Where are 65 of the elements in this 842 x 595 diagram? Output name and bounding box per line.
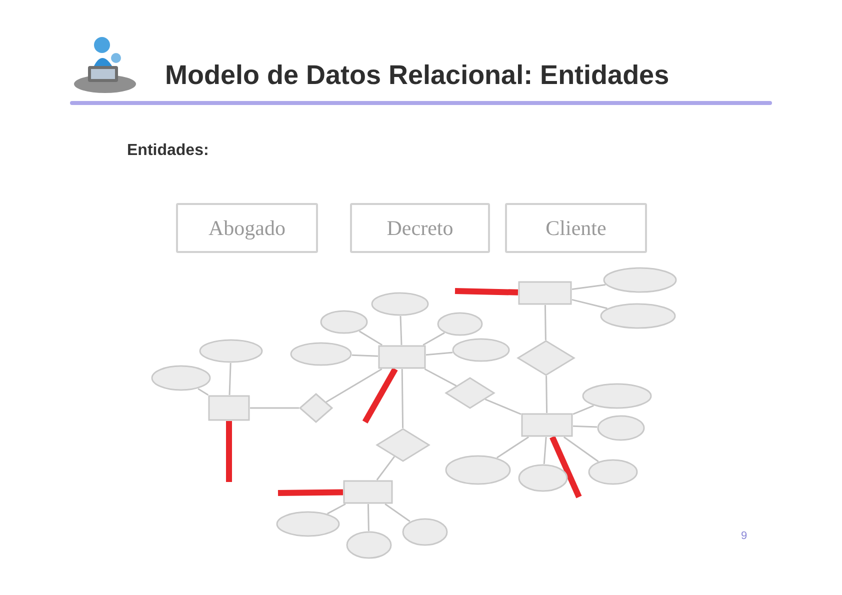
highlight-line xyxy=(362,368,398,424)
connector-line xyxy=(572,284,606,290)
entity-box xyxy=(350,203,490,253)
highlight-line xyxy=(226,421,232,482)
attribute-ellipse xyxy=(320,310,368,334)
attribute-ellipse xyxy=(290,342,352,366)
attribute-ellipse xyxy=(588,459,638,485)
entity-rectangle xyxy=(518,281,572,305)
attribute-ellipse xyxy=(597,415,645,441)
attribute-ellipse xyxy=(402,518,448,546)
relationship-diamond xyxy=(376,428,430,462)
attribute-ellipse xyxy=(518,464,568,492)
entity-rectangle xyxy=(521,413,573,437)
attribute-ellipse xyxy=(276,511,340,537)
connector-line xyxy=(572,298,608,310)
entity-rectangle xyxy=(343,480,393,504)
connector-line xyxy=(496,436,529,458)
connector-line xyxy=(352,354,378,357)
connector-line xyxy=(400,316,402,346)
connector-line xyxy=(376,456,395,480)
slide-title: Modelo de Datos Relacional: Entidades xyxy=(165,59,670,91)
connector-line xyxy=(422,332,445,346)
entity-name: Decreto xyxy=(386,216,454,240)
page-number: 9 xyxy=(741,530,748,542)
connector-line xyxy=(572,405,594,415)
connector-line xyxy=(327,503,346,514)
connector-line xyxy=(198,388,209,396)
connector-line xyxy=(326,368,382,403)
relationship-diamond xyxy=(445,377,495,409)
connector-line xyxy=(572,425,598,428)
connector-line xyxy=(384,503,410,522)
connector-line xyxy=(543,436,547,464)
connector-line xyxy=(424,368,457,386)
connector-line xyxy=(546,376,548,414)
attribute-ellipse xyxy=(346,531,392,559)
connector-line xyxy=(544,304,546,340)
connector-line xyxy=(426,352,453,356)
highlight-line xyxy=(454,288,518,296)
entity-rectangle xyxy=(378,345,426,369)
connector-line xyxy=(563,436,599,462)
entity-box xyxy=(176,203,318,253)
attribute-ellipse xyxy=(582,383,652,409)
attribute-ellipse xyxy=(600,303,676,329)
highlight-line xyxy=(278,489,344,496)
attribute-ellipse xyxy=(603,267,677,293)
connector-line xyxy=(250,407,299,409)
entity-name: Abogado xyxy=(208,216,286,240)
attribute-ellipse xyxy=(151,365,211,391)
entity-box xyxy=(505,203,647,253)
connector-line xyxy=(484,398,522,415)
connector-line xyxy=(401,368,404,428)
attribute-ellipse xyxy=(371,292,429,316)
attribute-ellipse xyxy=(445,455,511,485)
entity-rectangle xyxy=(208,395,250,421)
connector-line xyxy=(228,362,232,396)
relationship-diamond xyxy=(517,340,575,376)
connector-line xyxy=(367,504,370,532)
section-heading: Entidades: xyxy=(127,142,209,160)
relationship-diamond xyxy=(299,393,333,423)
entity-name: Cliente xyxy=(546,216,606,240)
connector-line xyxy=(358,330,382,346)
attribute-ellipse xyxy=(199,339,263,363)
highlight-line xyxy=(550,436,582,498)
attribute-ellipse xyxy=(452,338,510,362)
attribute-ellipse xyxy=(437,312,483,336)
